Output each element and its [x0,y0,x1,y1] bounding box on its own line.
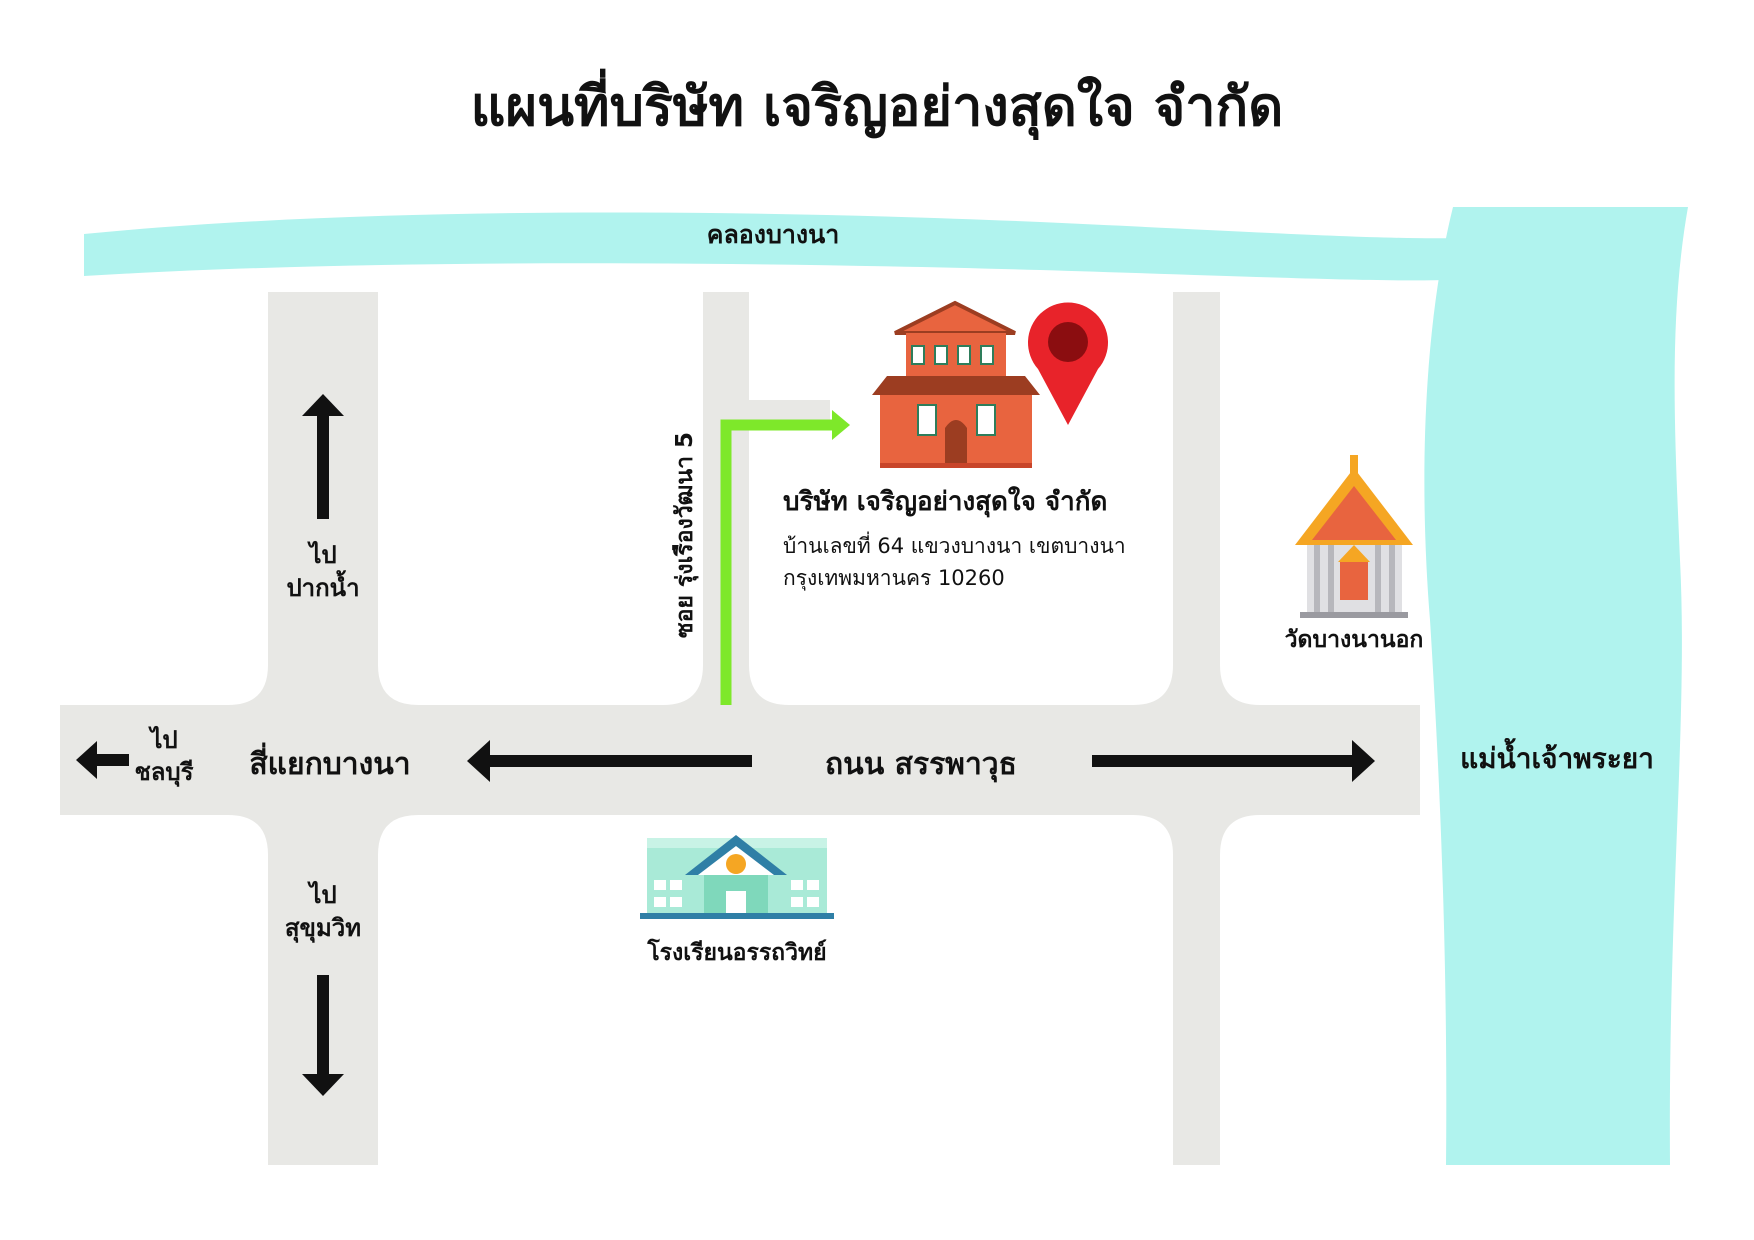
canal-label: คลองบางนา [707,220,840,249]
arrow-west-long [467,740,752,782]
temple-icon [1295,455,1413,618]
direction-arrows [76,394,1375,1096]
north-direction-line2: ปากน้ำ [286,569,359,602]
company-address-line2: กรุงเทพมหานคร 10260 [783,566,1005,591]
company-building-icon [872,300,1040,468]
company-name: บริษัท เจริญอย่างสุดใจ จำกัด [783,486,1107,518]
arrow-north [302,394,344,519]
intersection-label: สี่แยกบางนา [249,742,410,782]
school-label: โรงเรียนอรรถวิทย์ [646,938,826,966]
temple-label: วัดบางนานอก [1285,627,1424,653]
north-direction-line1: ไป [306,540,336,569]
main-road-label: ถนน สรรพาวุธ [825,747,1017,783]
route-line [720,410,850,705]
river-label: แม่น้ำเจ้าพระยา [1460,737,1654,775]
south-direction-line2: สุขุมวิท [285,914,361,944]
company-address-line1: บ้านเลขที่ 64 แขวงบางนา เขตบางนา [783,531,1126,558]
map-title: แผนที่บริษัท เจริญอย่างสุดใจ จำกัด [471,68,1284,141]
west-direction-line2: ชลบุรี [134,758,193,788]
location-pin-icon [1027,302,1108,425]
west-direction-line1: ไป [147,725,177,754]
arrow-west-small [76,741,129,779]
school-icon [640,835,834,919]
route-arrowhead [832,410,850,440]
south-direction-line1: ไป [306,880,336,909]
river [1424,207,1688,1165]
soi-label: ซอย รุ่งเรืองวัฒนา 5 [672,432,699,638]
arrow-south [302,975,344,1096]
canal [84,212,1460,281]
arrow-east-long [1092,740,1375,782]
road-vertical-east [1173,292,1220,1165]
